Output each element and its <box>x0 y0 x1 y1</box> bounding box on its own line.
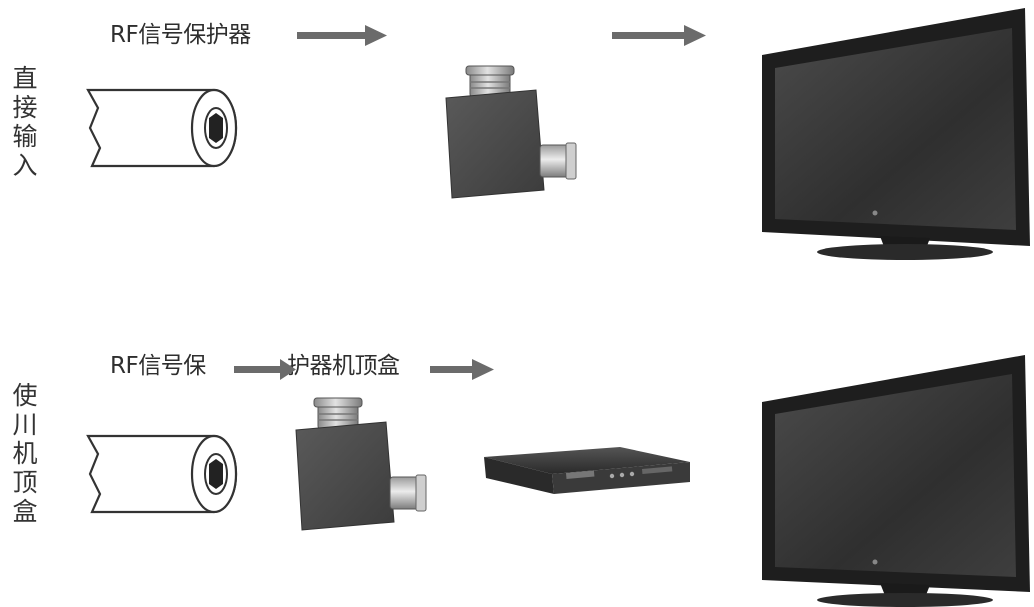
row2-side-char: 机 <box>12 439 38 468</box>
row1-side-label: 直 接 输 入 <box>8 64 42 180</box>
row2-side-char: 使 <box>12 381 38 410</box>
row2-rf-protector <box>295 397 427 531</box>
row1-caption: RF信号保护器 <box>110 22 251 48</box>
row1-coax-cable <box>86 88 238 168</box>
row1-arrow-1 <box>297 25 387 46</box>
row2-side-label: 使 川 机 顶 盒 <box>8 381 42 526</box>
row1-tv <box>762 8 1030 260</box>
row2-side-char: 顶 <box>12 468 38 497</box>
row2-arrow-2 <box>430 359 494 380</box>
row2-arrow-1 <box>234 359 296 380</box>
row2-caption-b: 护器机顶盒 <box>287 353 400 379</box>
row2-coax-cable <box>86 434 238 514</box>
row2-caption-a: RF信号保 <box>110 353 206 379</box>
row1-rf-protector <box>445 65 577 199</box>
row2-side-char: 盒 <box>12 497 38 526</box>
row1-side-char: 接 <box>12 93 38 122</box>
row2-tv <box>762 355 1030 607</box>
row2-side-char: 川 <box>12 410 38 439</box>
row1-side-char: 输 <box>12 122 38 151</box>
row1-side-char: 直 <box>12 64 38 93</box>
row1-arrow-2 <box>612 25 706 46</box>
row1-side-char: 入 <box>12 151 38 180</box>
set-top-box <box>484 447 690 494</box>
